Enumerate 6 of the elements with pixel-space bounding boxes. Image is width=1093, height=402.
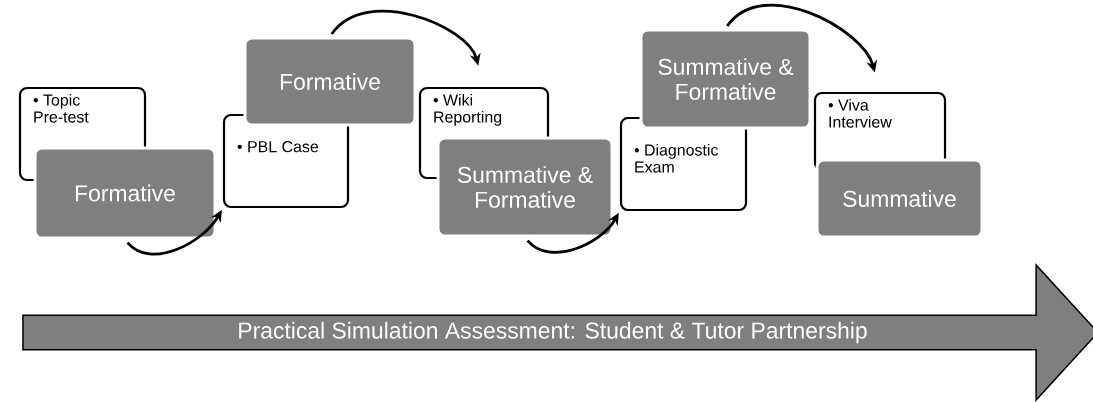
stage-box: Formative [243, 36, 417, 127]
stage-box: Summative & Formative [639, 28, 812, 130]
stage-box: Formative [33, 146, 217, 240]
stage-box: Summative [815, 158, 984, 239]
note-box: • PBL Case [222, 113, 350, 209]
stage-box: Summative & Formative [436, 136, 614, 238]
